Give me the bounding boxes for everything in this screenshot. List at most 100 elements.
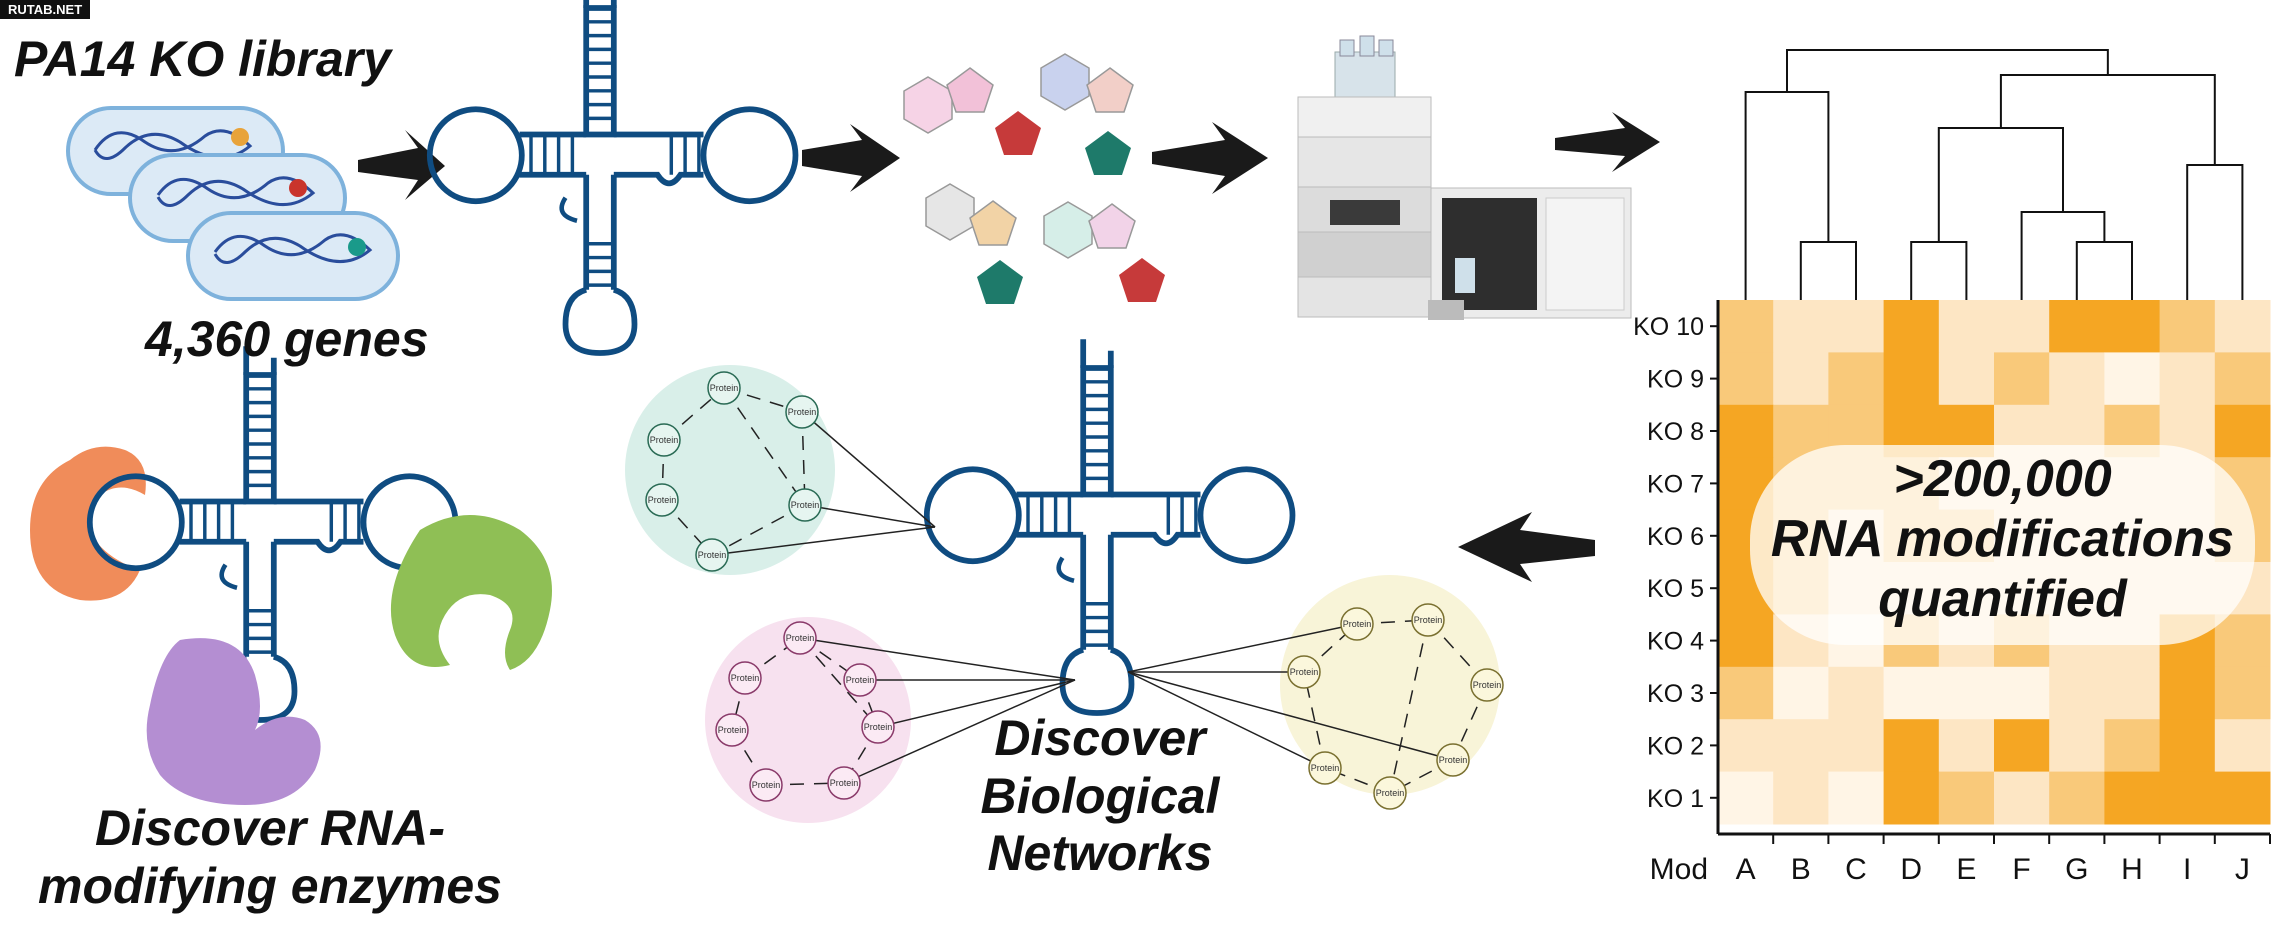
protein-label: Protein [786,633,815,643]
lc-ms-instrument-icon [1297,35,1632,320]
enzymes-label-line2: modifying enzymes [38,857,502,914]
heatmap-cell [1994,300,2050,353]
protein-node [788,488,822,522]
quantified-label-line1: >200,000 [1893,450,2112,508]
network-link [799,637,1076,681]
heatmap-cell [1828,771,1885,825]
nucleoside-icon [1043,201,1165,302]
heatmap-cell [2049,719,2105,773]
protein-network-group: ProteinProteinProteinProteinProteinProte… [625,365,1504,823]
protein-label: Protein [731,673,760,683]
heatmap-cell [2159,771,2216,825]
heatmap-cell [1773,300,1829,353]
heatmap-cell [1938,719,1995,773]
heatmap-cell [2049,300,2105,353]
protein-node [785,395,819,429]
y-tick-label: KO 1 [1647,785,1704,813]
protein-node [647,423,681,457]
protein-node [843,663,877,697]
heatmap-cell [2049,352,2105,406]
heatmap-cell [1773,666,1829,720]
arrow-icon [802,124,900,192]
dendrogram-branch [2186,164,2244,300]
network-link [877,679,1076,728]
heatmap-cell [2104,719,2161,773]
nucleoside-icon [903,67,1041,155]
protein-label: Protein [698,550,727,560]
heatmap-cell [1883,771,1940,825]
quantified-label-line2: RNA modifications [1770,509,2235,568]
protein-label: Protein [1311,763,1340,773]
quantified-label-line3: quantified [1878,569,2127,628]
heatmap-cell [1718,771,1774,825]
protein-label: Protein [1439,755,1468,765]
heatmap-cell [1718,614,1774,668]
network-link [1127,623,1358,673]
heatmap-cell [2214,666,2271,720]
heatmap-cell [1938,300,1995,353]
heatmap-cell [2049,771,2105,825]
heatmap-cell [1883,719,1940,773]
quantified-label: >200,000 RNA modifications quantified [1750,450,2255,629]
bacteria-library-icon [66,106,400,301]
protein-node [1373,776,1407,810]
x-tick-label: J [2235,853,2250,886]
heatmap-cell [1994,719,2050,773]
networks-label: Discover Biological Networks [900,710,1300,883]
heatmap-cell [1718,719,1774,773]
x-tick-label: D [1900,853,1922,886]
heatmap-cell [1828,352,1885,406]
protein-node [1308,751,1342,785]
heatmap-cell [2104,352,2161,406]
protein-label: Protein [648,495,677,505]
x-tick-label: E [1956,853,1976,886]
heatmap-cell [2159,719,2216,773]
watermark: RUTAB.NET [0,0,91,19]
dendrogram-branch [1910,241,1968,300]
protein-label: Protein [752,780,781,790]
dendrogram-branch [2075,241,2133,300]
quantified-overlay [1750,445,2255,645]
arrow-icon [1152,122,1268,194]
gene-count: 4,360 genes [145,311,429,367]
heatmap-cell [2104,300,2161,353]
x-tick-label: A [1736,853,1756,886]
protein-label: Protein [718,725,747,735]
network-link [711,526,936,556]
protein-node [715,713,749,747]
heatmap-cell [2214,614,2271,668]
protein-label: Protein [791,500,820,510]
heatmap-cell [1773,719,1829,773]
nucleoside-icon [1040,53,1134,175]
nucleoside-icon [925,183,1023,304]
protein-node [1411,603,1445,637]
networks-label-line1: Discover [994,710,1206,766]
enzymes-label: Discover RNA- modifying enzymes [20,800,520,915]
x-tick-label: G [2065,853,2088,886]
network-cluster [625,365,835,575]
trna-icon [90,346,456,720]
protein-label: Protein [864,722,893,732]
heatmap-cell [1994,666,2050,720]
network-edge [1389,619,1429,794]
heatmap-cell [2214,300,2271,353]
heatmap-cell [1883,352,1940,406]
y-tick-label: KO 3 [1647,680,1704,708]
y-tick-label: KO 4 [1647,628,1704,656]
y-tick-label: KO 10 [1633,313,1704,341]
heatmap-cell [2104,771,2161,825]
heatmap-cell [2104,666,2161,720]
trna-icon [430,0,796,353]
protein-label: Protein [1376,788,1405,798]
networks-label-line2: Biological [980,767,1220,824]
protein-node [645,483,679,517]
enzymes-label-line1: Discover RNA- [94,800,446,856]
dendrogram-branch [1999,74,2216,165]
heatmap-cell [1718,300,1774,353]
heatmap-cell [1994,771,2050,825]
protein-label: Protein [1290,667,1319,677]
protein-node [1340,607,1374,641]
protein-label: Protein [650,435,679,445]
